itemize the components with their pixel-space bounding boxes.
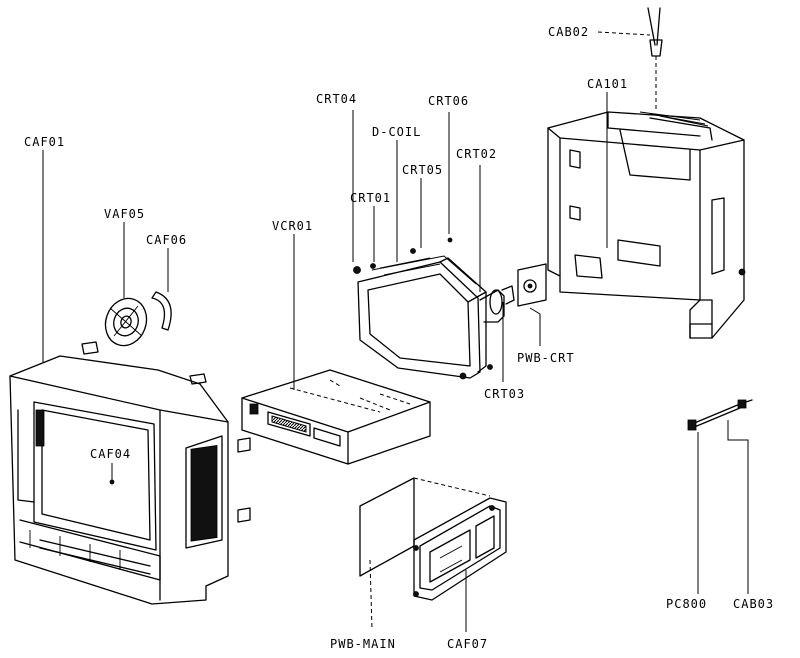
crt-board-part xyxy=(517,263,547,307)
label-vaf05: VAF05 xyxy=(104,207,145,221)
clip-parts xyxy=(81,341,251,523)
label-caf06: CAF06 xyxy=(146,233,187,247)
label-vcr01: VCR01 xyxy=(272,219,313,233)
front-cabinet-part xyxy=(9,355,229,605)
cable-part xyxy=(687,399,753,431)
chassis-frame-part xyxy=(413,497,507,601)
label-dcoil: D-COIL xyxy=(372,125,421,139)
label-crt02: CRT02 xyxy=(456,147,497,161)
label-crt04: CRT04 xyxy=(316,92,357,106)
back-cabinet-part xyxy=(547,111,746,339)
label-crt03: CRT03 xyxy=(484,387,525,401)
label-crt06: CRT06 xyxy=(428,94,469,108)
power-cord-part xyxy=(597,7,663,112)
speaker-part xyxy=(104,297,148,347)
speaker-bracket-part xyxy=(151,291,172,331)
label-pwb-main: PWB-MAIN xyxy=(330,637,396,651)
vcr-deck-part xyxy=(241,369,431,465)
label-pc800: PC800 xyxy=(666,597,707,611)
label-cab03: CAB03 xyxy=(733,597,774,611)
label-caf04: CAF04 xyxy=(90,447,131,461)
label-caf01: CAF01 xyxy=(24,135,65,149)
picture-tube-part xyxy=(353,237,515,380)
label-caf07: CAF07 xyxy=(447,637,488,651)
label-cab02: CAB02 xyxy=(548,25,589,39)
main-board-part xyxy=(359,477,415,577)
label-pwb-crt: PWB-CRT xyxy=(517,351,575,365)
label-crt01: CRT01 xyxy=(350,191,391,205)
label-ca101: CA101 xyxy=(587,77,628,91)
label-crt05: CRT05 xyxy=(402,163,443,177)
